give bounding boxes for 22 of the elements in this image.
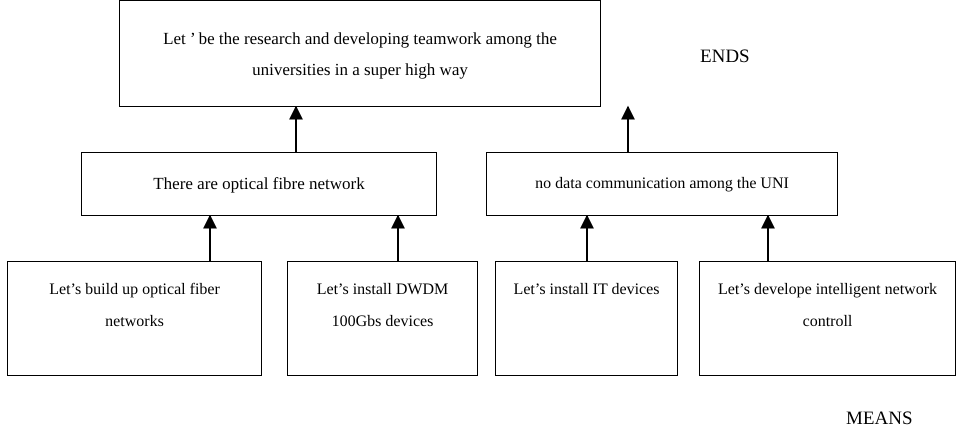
text-box bbox=[699, 261, 956, 376]
arrow bbox=[761, 214, 775, 261]
arrow bbox=[391, 214, 405, 261]
text-box bbox=[119, 0, 601, 107]
arrow bbox=[621, 106, 635, 152]
box-text: Let ’ be the research and developing teamwork among the universities in a super high way bbox=[162, 28, 558, 81]
level-label: MEANS bbox=[846, 408, 913, 430]
box-text: Let’s build up optical fiber networks bbox=[48, 280, 221, 332]
text-box bbox=[287, 261, 478, 376]
box-text: Let’s install DWDM 100Gbs devices bbox=[316, 280, 450, 332]
level-label: ENDS bbox=[700, 46, 750, 68]
arrow bbox=[289, 106, 303, 152]
box-text: no data communication among the UNI bbox=[535, 174, 789, 194]
box-text: There are optical fibre network bbox=[153, 173, 365, 195]
text-box bbox=[486, 152, 838, 216]
box-text: Let’s develope intelligent network controll bbox=[716, 280, 938, 332]
text-box bbox=[495, 261, 678, 376]
text-box bbox=[7, 261, 262, 376]
arrow bbox=[580, 214, 594, 261]
text-box bbox=[81, 152, 437, 216]
box-text: Let’s install IT devices bbox=[514, 280, 660, 300]
arrow bbox=[203, 214, 217, 261]
